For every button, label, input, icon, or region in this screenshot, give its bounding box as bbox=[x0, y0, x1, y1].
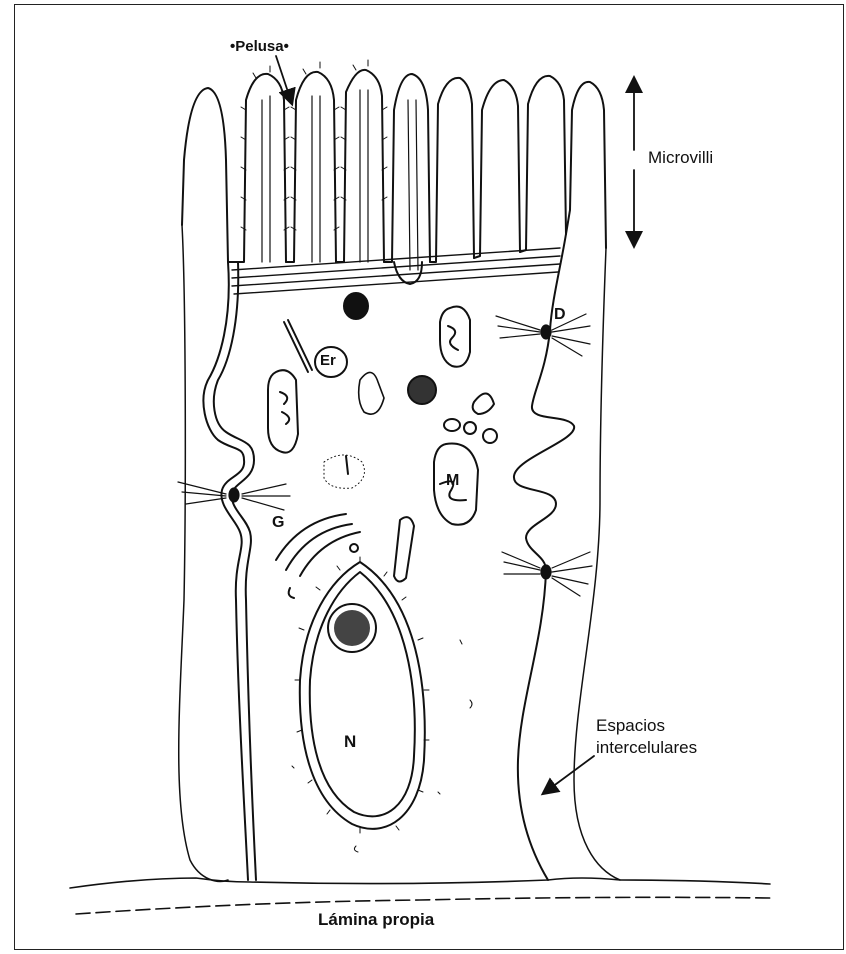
label-microvilli: Microvilli bbox=[648, 148, 713, 168]
basal-lamina bbox=[70, 878, 770, 914]
label-pelusa: •Pelusa• bbox=[230, 38, 289, 55]
centrosome bbox=[324, 455, 364, 488]
microvillus bbox=[474, 80, 520, 258]
microvilli-group bbox=[182, 60, 606, 284]
nucleolus-dots bbox=[292, 640, 472, 852]
mitochondrion-left bbox=[268, 370, 298, 452]
golgi bbox=[276, 514, 360, 576]
desmosome-bottom-right bbox=[502, 552, 592, 596]
label-mitochondrion: M bbox=[446, 472, 459, 490]
label-lamina-propia: Lámina propia bbox=[318, 910, 434, 930]
arrows bbox=[276, 56, 634, 790]
nucleus bbox=[295, 557, 429, 833]
desmosome-top-right bbox=[496, 314, 590, 356]
vesicle bbox=[473, 393, 494, 414]
lysosome bbox=[344, 293, 368, 319]
microvillus bbox=[430, 78, 474, 262]
left-cell-membrane bbox=[203, 262, 256, 880]
microvillus bbox=[520, 76, 566, 252]
microvillus bbox=[286, 72, 336, 262]
label-nucleus: N bbox=[344, 732, 356, 752]
microvillus bbox=[566, 82, 606, 248]
microvillus bbox=[228, 74, 286, 262]
granule bbox=[408, 376, 436, 404]
er-vesicle-2 bbox=[359, 372, 384, 414]
label-golgi: G bbox=[272, 514, 284, 532]
label-espacios: Espacios bbox=[596, 716, 665, 736]
mitochondrion bbox=[440, 307, 470, 367]
label-intercelulares: intercelulares bbox=[596, 738, 697, 758]
microvillus bbox=[182, 88, 228, 262]
er-right bbox=[394, 517, 414, 581]
organelles bbox=[268, 293, 497, 852]
label-desmosome: D bbox=[554, 306, 566, 324]
rod-organelle bbox=[284, 320, 312, 372]
espacios-arrow bbox=[548, 756, 594, 790]
label-er: Er bbox=[320, 352, 336, 369]
microvillus bbox=[384, 74, 430, 262]
